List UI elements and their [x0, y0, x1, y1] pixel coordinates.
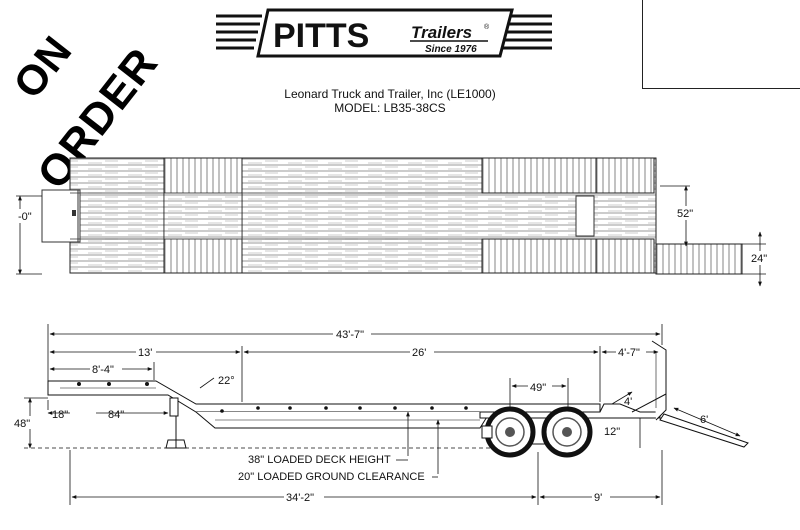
- rear-ramp-extension: [655, 243, 743, 275]
- logo-since: Since 1976: [425, 44, 477, 55]
- rear-axle-wheels: [481, 406, 593, 458]
- dim-overall-length: 43'-7": [336, 329, 364, 341]
- dim-ramp-gap: 52": [677, 208, 693, 220]
- dim-ramp-length: 6': [700, 414, 708, 426]
- dim-axle-spread: 49": [530, 382, 546, 394]
- note-ground-clearance: 20" LOADED GROUND CLEARANCE: [238, 471, 425, 483]
- deck-stake-pockets: [77, 382, 468, 413]
- dim-front-height: 48": [14, 418, 30, 430]
- blank-info-box: [642, 0, 800, 89]
- dim-rear-drop: 12": [604, 426, 620, 438]
- logo-badge: [256, 8, 514, 58]
- note-deck-height: 38" LOADED DECK HEIGHT: [248, 454, 391, 466]
- rear-fender-left: [481, 157, 597, 194]
- ramp-left: [595, 157, 655, 194]
- kingpin-mark: [72, 210, 76, 216]
- dim-front-section: 13': [138, 347, 152, 359]
- mud-flap: [481, 425, 493, 439]
- dim-kingpin-setback: 84": [108, 409, 124, 421]
- logo-registered: ®: [484, 23, 490, 31]
- logo-stripes-left: [216, 14, 262, 50]
- dim-to-axle: 34'-2": [286, 492, 314, 504]
- dim-dovetail: 4': [624, 396, 632, 408]
- logo-sub: Trailers: [411, 23, 472, 42]
- gooseneck-center-strip: [163, 192, 243, 240]
- dim-width-left: -0": [18, 211, 32, 223]
- logo-stripes-right: [502, 14, 552, 50]
- dim-gooseneck: 8'-4": [92, 364, 114, 376]
- model-number: MODEL: LB35-38CS: [334, 101, 446, 115]
- dim-axle-to-rear: 9': [594, 492, 602, 504]
- dealer-name: Leonard Truck and Trailer, Inc (LE1000): [284, 87, 496, 101]
- pitts-logo: PITTS Trailers ® Since 1976: [216, 8, 552, 58]
- ramp-brace: [631, 393, 667, 413]
- dim-ramp-width: 24": [751, 253, 767, 265]
- gooseneck-plate: [41, 189, 79, 243]
- landing-gear-housing: [169, 397, 179, 417]
- landing-gear-leg: [165, 416, 187, 449]
- dim-pin-height: 18": [52, 409, 68, 421]
- logo-brand: PITTS: [273, 17, 369, 55]
- rear-upright-ramp: [651, 340, 667, 421]
- dim-neck-angle: 22°: [218, 375, 235, 387]
- ramp-right-base: [595, 238, 655, 274]
- dim-rear-section: 4'-7": [618, 347, 640, 359]
- rear-hitch-plate: [575, 195, 595, 237]
- top-view: [41, 157, 743, 275]
- dim-main-deck: 26': [412, 347, 426, 359]
- side-view-labels: 43'-7" 13' 26' 4'-7" 8'-4" 22° 49" 18" 8…: [13, 327, 708, 504]
- rear-fender-right: [481, 238, 597, 274]
